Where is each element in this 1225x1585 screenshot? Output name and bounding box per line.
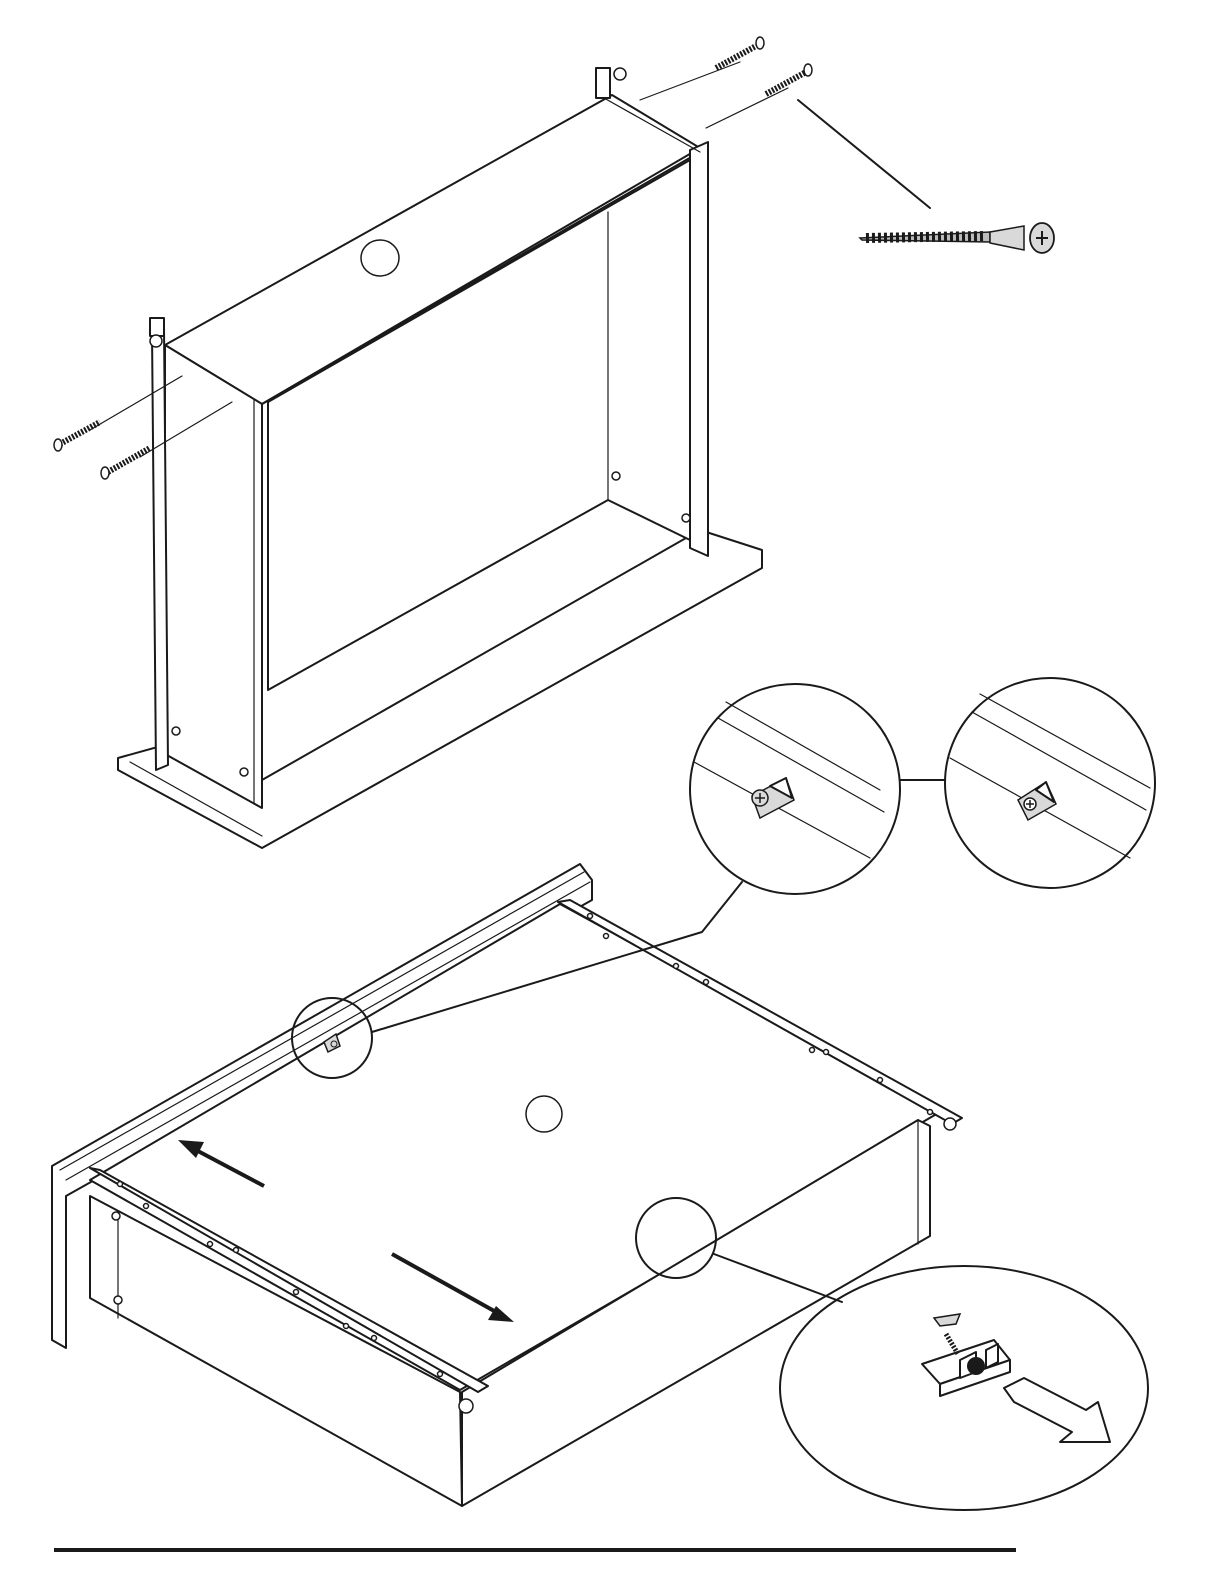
left-drawer-rail: [152, 328, 168, 770]
rail-roller: [944, 1118, 956, 1130]
rail-roller-right: [614, 68, 626, 80]
drawer-assembly: [52, 864, 962, 1506]
cam-hole: [112, 1212, 120, 1220]
rail-bracket-top-right: [596, 68, 610, 98]
cam-hole: [612, 472, 620, 480]
screw-icon: [54, 422, 100, 451]
cam-hole: [172, 727, 180, 735]
hollow-arrow-icon: [1004, 1378, 1110, 1442]
screw-icon: [860, 223, 1054, 253]
left-side-panel: [165, 345, 262, 808]
rail-bracket-top-left: [150, 318, 164, 336]
rail-roller-left: [150, 335, 162, 347]
corner-bracket-before-callout: [690, 684, 900, 894]
cam-hole: [682, 514, 690, 522]
screw-icon: [716, 37, 764, 68]
cam-hole: [114, 1296, 122, 1304]
upper-frame-assembly: [54, 37, 812, 848]
bracket-with-screw-icon: [752, 778, 794, 818]
cable-hole-drawer: [526, 1096, 562, 1132]
right-side-panel: [690, 142, 708, 556]
corner-bracket-after-callout: [945, 678, 1155, 888]
cable-hole-top: [361, 240, 399, 276]
screw-icon: [101, 448, 150, 479]
rail-roller: [459, 1399, 473, 1413]
screw-icon: [766, 64, 812, 94]
cam-hole: [240, 768, 248, 776]
back-panel-clip-callout: [780, 1266, 1148, 1510]
clip-icon: [922, 1314, 1010, 1396]
screw-detail-callout: [798, 100, 1054, 253]
